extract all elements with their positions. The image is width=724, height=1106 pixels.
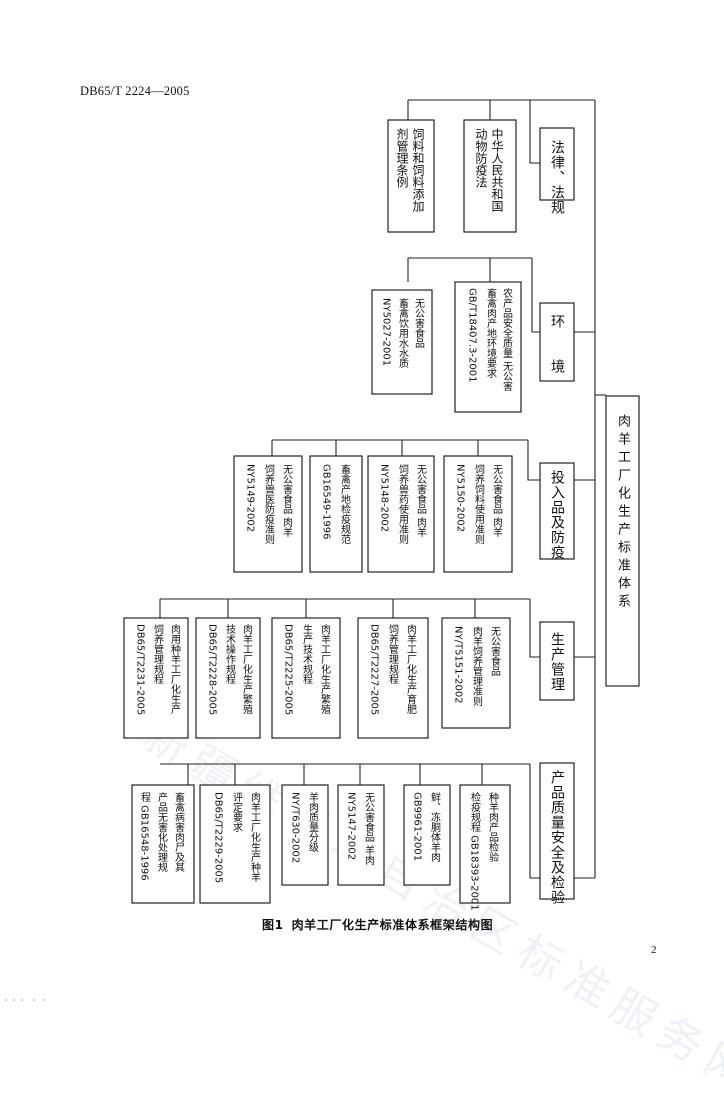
item-box — [131, 784, 195, 904]
category-box-inputs — [539, 462, 575, 560]
figure-caption: 图1 肉羊工厂化生产标准体系框架结构图 — [262, 916, 493, 933]
item-line: NY5149-2002 — [245, 464, 256, 532]
item-line: 动物防疫法 — [474, 128, 488, 188]
item-line: 羊肉质量分级 — [307, 791, 319, 853]
item-box — [443, 455, 513, 573]
item-line: 鲜、冻胴体羊肉 — [429, 791, 441, 862]
item-line: 饲养兽医防疫准则 — [263, 463, 275, 545]
category-box-environment — [539, 302, 575, 382]
category-box-production — [539, 621, 575, 701]
category-label-environment: 环 境 — [549, 314, 565, 374]
item-line: NY5150-2002 — [455, 464, 466, 532]
item-box — [271, 617, 341, 739]
root-label: 肉羊工厂化生产标准体系 — [615, 414, 631, 612]
item-line: 技术操作规程 — [224, 623, 236, 684]
item-box — [371, 289, 433, 395]
item-box — [123, 617, 189, 739]
root-box — [605, 395, 640, 687]
item-line: 饲料和饲料添加 — [411, 128, 425, 213]
item-line: 畜禽病害肉尸及其 — [173, 791, 185, 873]
item-line: 种羊肉产品检验 — [487, 791, 499, 863]
item-line: 无公害食品 肉羊 — [415, 464, 427, 538]
item-line: DB65/T2229-2005 — [213, 792, 224, 883]
category-label-quality: 产品质量安全及检验 — [549, 770, 565, 905]
item-line: 畜禽产地检疫规范 — [339, 463, 351, 544]
page-number: 2 — [651, 944, 657, 956]
item-line: 产品无害化处理规 — [156, 791, 168, 872]
item-line: 肉羊工厂化生产繁殖 — [241, 623, 253, 715]
item-line: 生产技术规程 — [301, 623, 313, 684]
item-box — [459, 784, 511, 904]
item-line: DB65/T2228-2005 — [207, 624, 218, 715]
figure-label: 图1 — [262, 918, 284, 932]
item-line: 肉羊工厂化生产育肥 — [405, 623, 417, 715]
item-line: 无公害食品 肉羊 — [281, 464, 293, 538]
connector-lines — [159, 99, 606, 879]
item-line: 肉羊工厂化生产繁殖 — [319, 623, 331, 715]
figure-caption-text: 肉羊工厂化生产标准体系框架结构图 — [291, 918, 494, 932]
scan-artifact — [5, 999, 45, 1001]
item-line: 评定要求 — [231, 792, 243, 832]
item-line: 无公害食品 — [489, 626, 501, 677]
category-label-inputs: 投入品及防疫 — [549, 470, 565, 560]
item-line: 肉用种羊工厂化生产 — [169, 623, 181, 715]
item-line: 无公害食品 — [413, 298, 425, 349]
item-box — [454, 281, 522, 413]
item-line: 农产品安全质量 无公害 — [501, 287, 513, 392]
item-box — [199, 784, 271, 904]
item-box — [281, 784, 329, 886]
item-line: GB/T18407.3-2001 — [467, 288, 478, 383]
item-box — [367, 455, 435, 573]
item-line: NY5147-2002 — [346, 792, 357, 860]
item-box — [195, 617, 261, 739]
item-line: 无公害食品 肉羊 — [491, 464, 503, 538]
item-line: DB65/T2225-2005 — [283, 624, 294, 715]
item-line: 饲养管理规程 — [152, 623, 164, 684]
category-label-law: 法律、法规 — [549, 140, 565, 215]
item-box — [309, 455, 363, 573]
item-box — [403, 784, 451, 886]
item-line: 饲养管理规程 — [387, 623, 399, 684]
item-line: 畜禽肉产地环境要求 — [485, 287, 497, 378]
item-line: NY5027-2001 — [381, 298, 392, 366]
item-line: 中华人民共和国 — [490, 127, 504, 212]
standard-system-diagram: 肉羊工厂化生产标准体系 法律、法规 环 境 投入品及防疫 生产管理 产品质量安全… — [5, 99, 640, 1001]
item-box — [441, 617, 511, 729]
item-line: NY/T5151-2002 — [453, 626, 464, 704]
item-line: 程 GB16548-1996 — [139, 792, 151, 881]
item-box — [387, 119, 435, 233]
category-box-law — [539, 127, 575, 201]
category-label-production: 生产管理 — [549, 632, 565, 692]
item-line: DB65/T2231-2005 — [135, 624, 146, 715]
item-line: 饲养兽药使用准则 — [397, 463, 409, 545]
item-box — [357, 617, 429, 739]
item-line: 检疫规程 GB18393-2001 — [469, 791, 481, 911]
item-box — [233, 455, 303, 573]
item-line: GB16549-1996 — [321, 464, 332, 539]
item-line: 肉羊工厂化生产种羊 — [249, 791, 261, 883]
item-line: NY/T630-2002 — [290, 792, 301, 863]
item-line: 肉羊饲养管理准则 — [471, 625, 483, 707]
item-line: 畜禽饮用水水质 — [397, 297, 409, 369]
item-box — [337, 784, 385, 886]
item-box — [463, 119, 517, 233]
item-line: 饲养饲料使用准则 — [473, 463, 485, 545]
item-line: GB9961-2001 — [412, 792, 423, 861]
item-line: 无公害食品 羊肉 — [363, 792, 375, 865]
item-line: NY5148-2002 — [379, 464, 390, 532]
item-line: DB65/T2227-2005 — [369, 624, 380, 715]
standard-code: DB65/T 2224—2005 — [80, 84, 190, 98]
category-box-quality — [539, 762, 575, 900]
item-line: 剂管理条例 — [395, 127, 409, 188]
